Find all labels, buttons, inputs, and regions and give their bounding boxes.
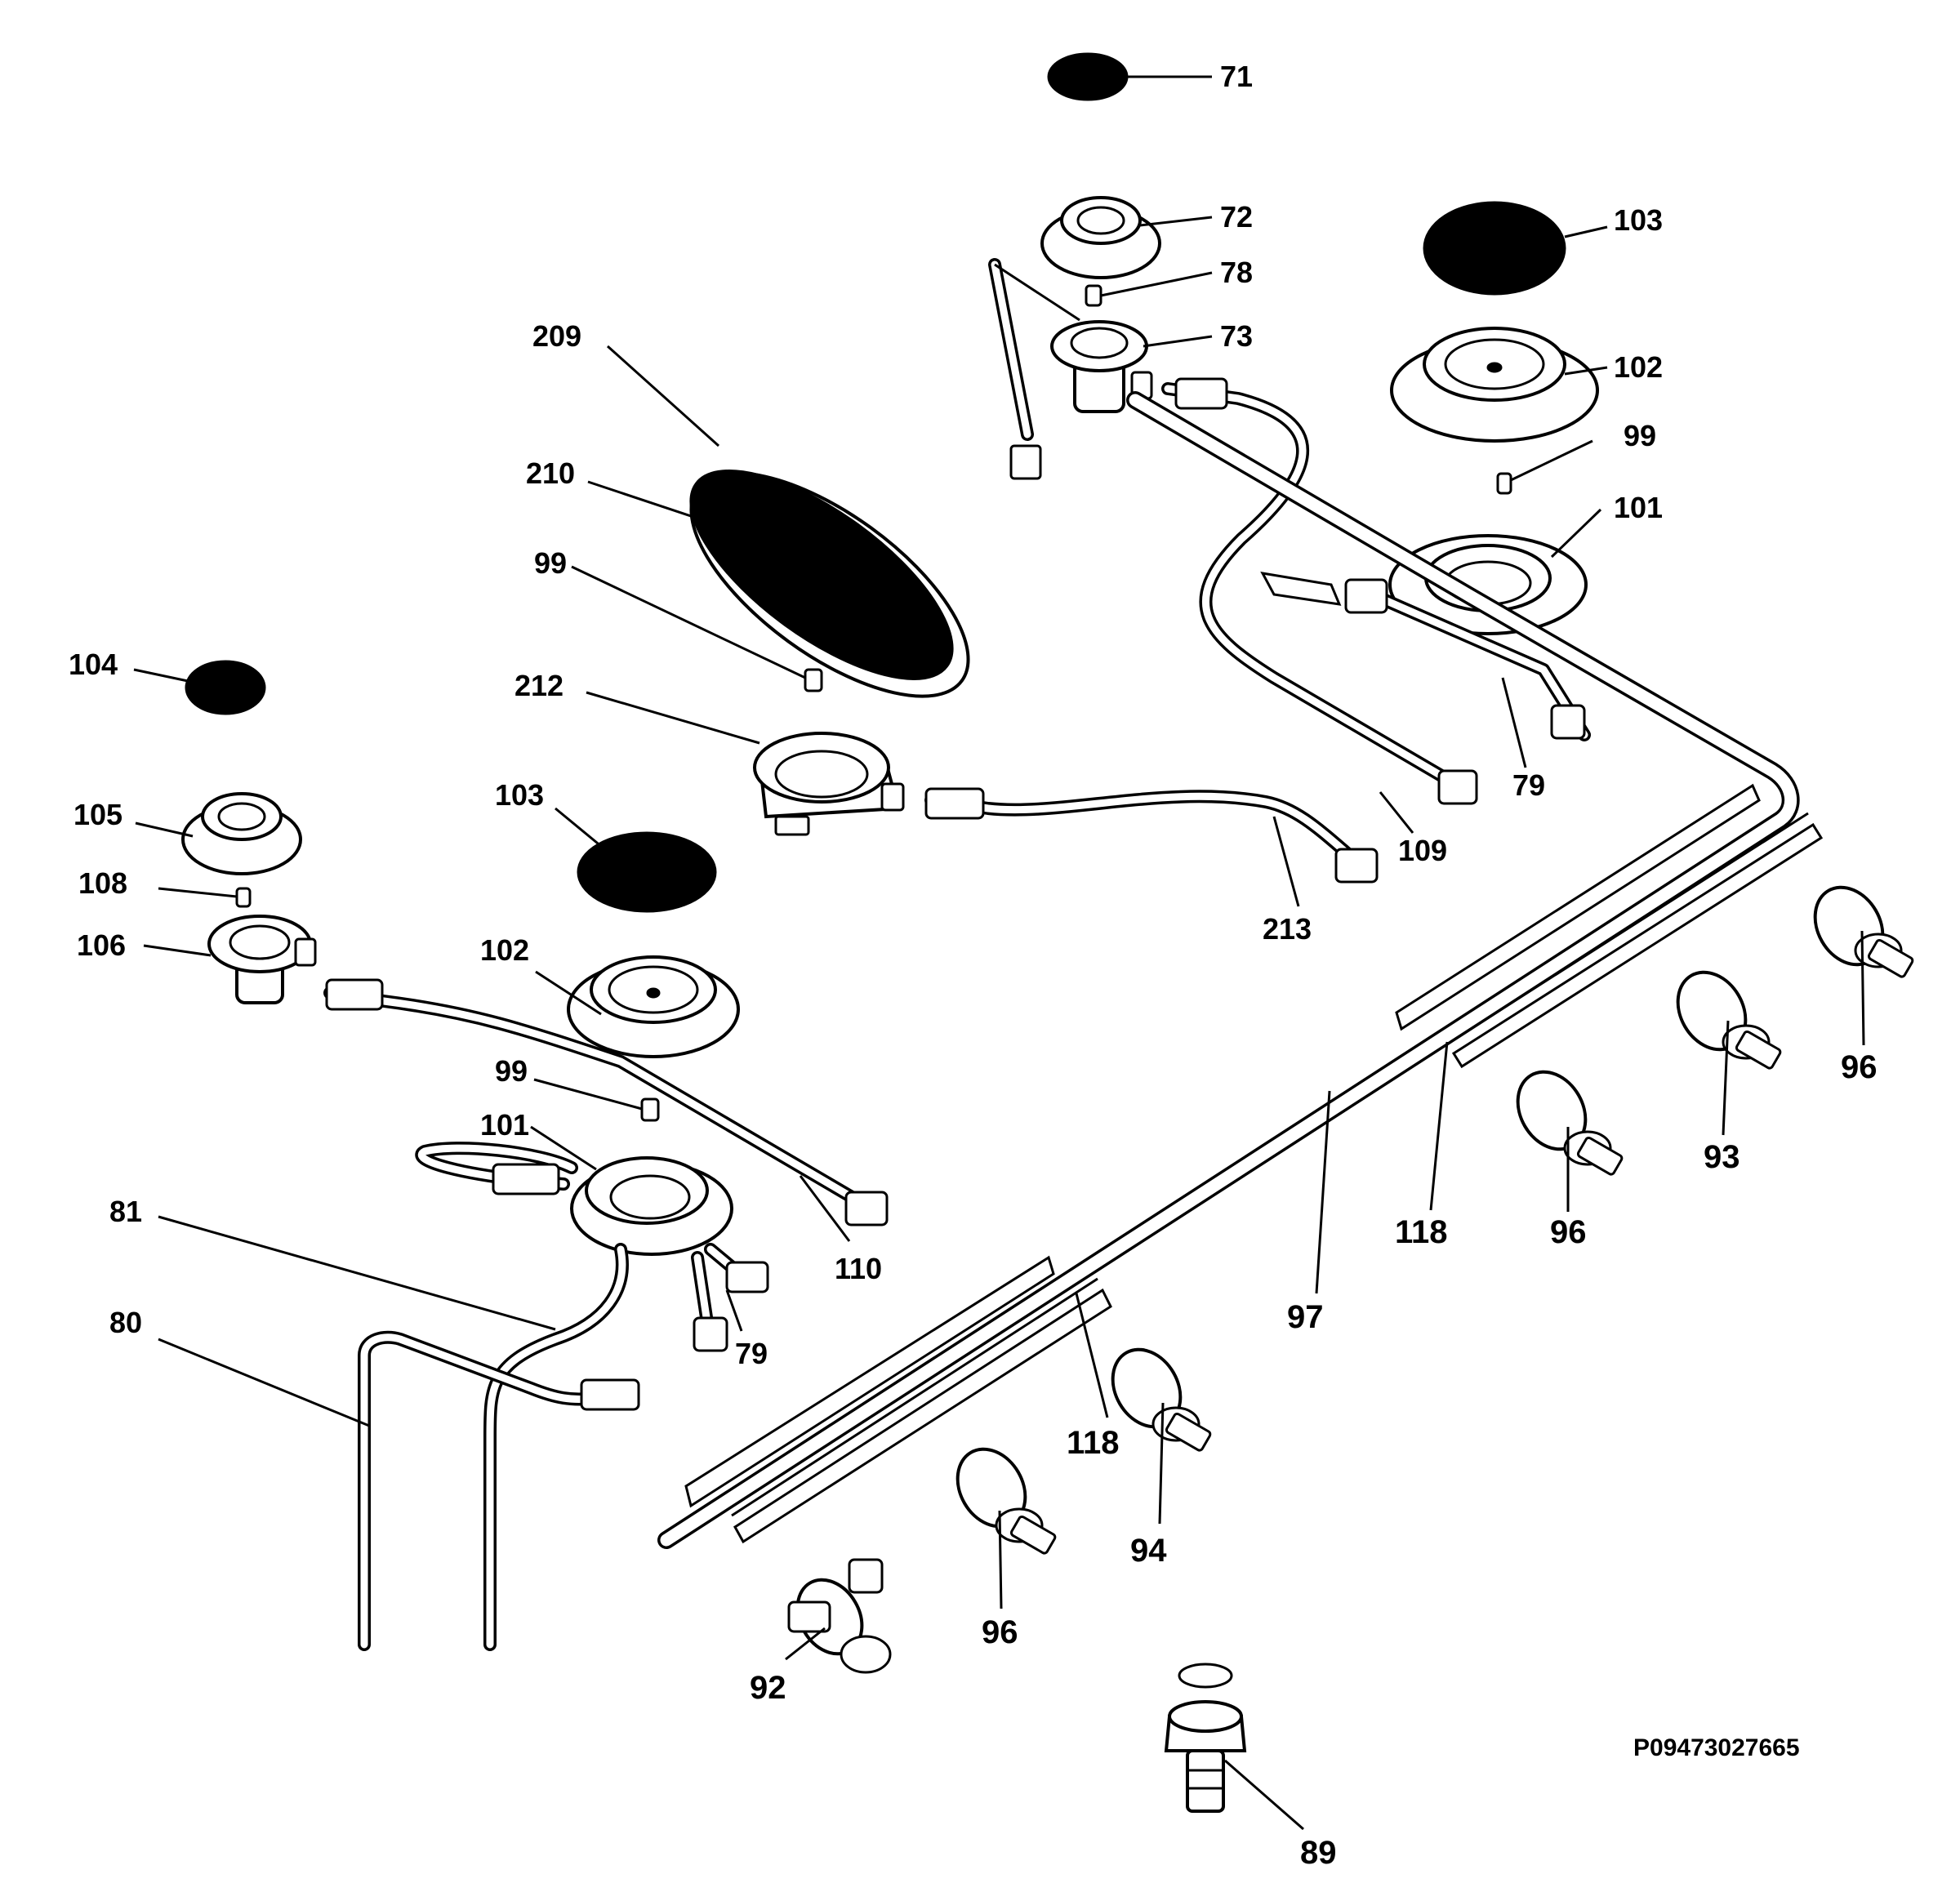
burner-crown-105	[181, 792, 302, 875]
callout-72: 72	[1220, 200, 1253, 234]
burner-crown-72	[1040, 196, 1161, 279]
callout-99-right: 99	[1624, 419, 1656, 452]
callout-93: 93	[1704, 1139, 1740, 1175]
leader-lines	[133, 75, 1865, 1831]
support-rail-97	[684, 783, 1824, 1544]
callout-92: 92	[750, 1670, 786, 1706]
burner-base-101-right	[1388, 534, 1588, 635]
callout-212: 212	[514, 669, 564, 702]
callout-110: 110	[835, 1252, 882, 1285]
gas-tap-96-mid	[1516, 1070, 1624, 1176]
supply-pipe-81	[483, 1243, 629, 1651]
burner-cap-71	[1047, 52, 1129, 101]
callout-96-mid: 96	[1550, 1214, 1587, 1250]
gas-tap-94	[1111, 1347, 1212, 1452]
callout-97: 97	[1287, 1299, 1324, 1335]
callout-99-left: 99	[495, 1054, 528, 1088]
burner-cap-103-right	[1423, 201, 1566, 296]
screw-99-center	[804, 668, 823, 692]
gas-tap-96-bottom	[956, 1447, 1057, 1555]
callout-78: 78	[1220, 256, 1253, 289]
callout-89: 89	[1300, 1835, 1337, 1871]
callout-102-right: 102	[1614, 350, 1663, 384]
gas-tap-93	[1676, 970, 1782, 1070]
callout-103-right: 103	[1614, 203, 1663, 237]
callout-102-left: 102	[480, 933, 529, 967]
supply-pipe-80	[358, 1330, 640, 1651]
callout-96-top: 96	[1841, 1049, 1878, 1085]
thermocouple-79-right	[1260, 572, 1591, 741]
callout-99-center: 99	[534, 546, 567, 580]
thermocouple-wire-73	[988, 258, 1080, 480]
callout-118-right: 118	[1395, 1214, 1448, 1250]
gas-tap-96-top	[1813, 885, 1914, 978]
callout-213: 213	[1263, 912, 1312, 946]
gas-manifold-tube	[657, 391, 1800, 1549]
gas-inlet-89	[1164, 1663, 1247, 1813]
burner-cap-103-left	[577, 831, 717, 913]
burner-base-106	[207, 915, 317, 1004]
callout-79-left: 79	[735, 1337, 768, 1370]
callout-103-left: 103	[495, 778, 544, 812]
gas-pipe-213	[924, 787, 1379, 884]
callout-71: 71	[1220, 60, 1253, 93]
gas-tap-92	[787, 1558, 892, 1674]
drawing-code: P09473027665	[1633, 1734, 1800, 1761]
callout-96-bottom: 96	[982, 1614, 1018, 1650]
thermocouple-79-left	[415, 1142, 769, 1352]
callout-101-left: 101	[480, 1108, 529, 1142]
burner-base-212	[753, 732, 905, 836]
callout-104: 104	[69, 648, 118, 681]
callout-79-right: 79	[1512, 768, 1545, 802]
callout-118-left: 118	[1067, 1425, 1120, 1461]
callout-105: 105	[74, 798, 122, 831]
injector-108	[235, 887, 252, 908]
injector-78	[1085, 284, 1102, 307]
burner-crown-102-right	[1390, 327, 1599, 443]
callout-106: 106	[77, 928, 126, 962]
callout-108: 108	[78, 866, 127, 900]
oval-burner-cap-209	[689, 470, 970, 698]
callout-80: 80	[109, 1306, 142, 1339]
gas-pipe-109	[1161, 377, 1478, 805]
callout-101-right: 101	[1614, 491, 1663, 524]
gas-pipe-110	[323, 978, 889, 1226]
callout-81: 81	[109, 1195, 142, 1228]
burner-base-101-left	[570, 1156, 733, 1256]
callout-94: 94	[1130, 1533, 1167, 1569]
burner-crown-102-left	[567, 955, 740, 1058]
screw-99-right	[1496, 472, 1512, 495]
callout-109: 109	[1398, 834, 1447, 867]
screw-99-left	[640, 1097, 660, 1122]
callout-73: 73	[1220, 319, 1253, 353]
callout-209: 209	[532, 319, 581, 353]
burner-cap-104	[185, 660, 266, 715]
callout-210: 210	[526, 456, 575, 490]
